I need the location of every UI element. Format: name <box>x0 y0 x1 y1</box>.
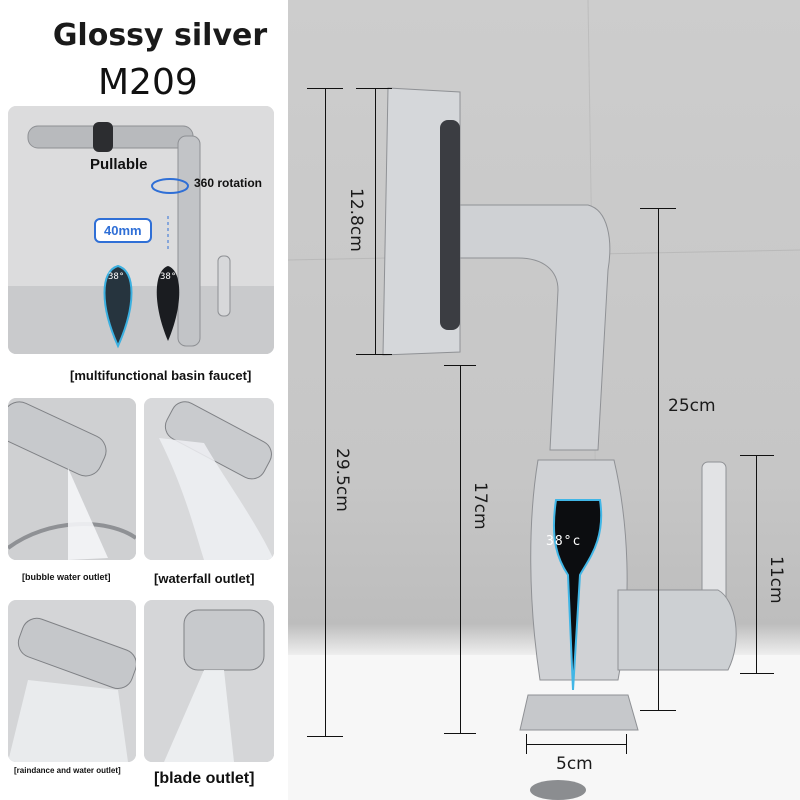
product-color-title: Glossy silver <box>52 18 268 53</box>
dim-total-height: 29.5cm <box>332 448 352 512</box>
dim-line-handle <box>756 455 757 673</box>
dim-spout-height: 12.8cm <box>346 188 366 252</box>
feature-illustration <box>8 106 274 354</box>
faucet-drawing <box>288 0 800 800</box>
height-badge: 40mm <box>94 218 152 243</box>
product-model: M209 <box>98 62 198 103</box>
dim-clearance: 17cm <box>470 482 490 530</box>
display-reading: 38°c <box>546 534 582 549</box>
drain <box>530 780 586 800</box>
dim-line-clearance <box>460 365 461 733</box>
bubble-caption: [bubble water outlet] <box>22 572 111 582</box>
pullable-label: Pullable <box>90 156 148 173</box>
waterfall-outlet-panel <box>144 398 274 560</box>
dim-base-width: 5cm <box>556 754 593 774</box>
faucet-column <box>177 135 201 347</box>
rotation-label: 360 rotation <box>194 176 263 190</box>
faucet-arm <box>457 204 611 451</box>
raindance-spout <box>17 617 136 690</box>
raindance-spray <box>8 680 128 762</box>
dim-line-body <box>658 208 659 710</box>
blade-outlet-panel <box>144 600 274 762</box>
raindance-caption: [raindance and water outlet] <box>14 766 121 775</box>
raindance-outlet-panel <box>8 600 136 762</box>
feature-panel: Pullable 360 rotation 40mm 38° 38° <box>8 106 274 354</box>
faucet-base <box>519 694 639 731</box>
dim-handle-height: 11cm <box>766 556 786 604</box>
dim-line-spout <box>375 88 376 354</box>
blade-caption: [blade outlet] <box>154 770 255 787</box>
blade-spout <box>183 609 265 671</box>
dim-line-base <box>526 744 626 745</box>
main-product-image: 38°c <box>288 0 800 800</box>
mini-display-reading: 38° <box>108 272 125 282</box>
display-drop-blue <box>103 264 133 349</box>
display-drop <box>156 266 180 341</box>
bubble-spout <box>8 401 107 477</box>
waterfall-caption: [waterfall outlet] <box>154 571 255 586</box>
rotation-arrow-icon <box>151 178 189 194</box>
multifunctional-caption: [multifunctional basin faucet] <box>70 368 252 383</box>
waterfall-water-sheet <box>159 438 274 560</box>
handle-cylinder <box>617 589 737 671</box>
blade-water-jet <box>164 670 234 762</box>
dim-line-total <box>325 88 326 736</box>
dim-body-height: 25cm <box>668 396 716 416</box>
faucet-handle <box>217 255 231 317</box>
bubble-water-stream <box>68 468 108 560</box>
mini-display-reading-2: 38° <box>160 272 177 282</box>
bubble-outlet-panel <box>8 398 136 560</box>
temperature-display <box>552 499 603 691</box>
